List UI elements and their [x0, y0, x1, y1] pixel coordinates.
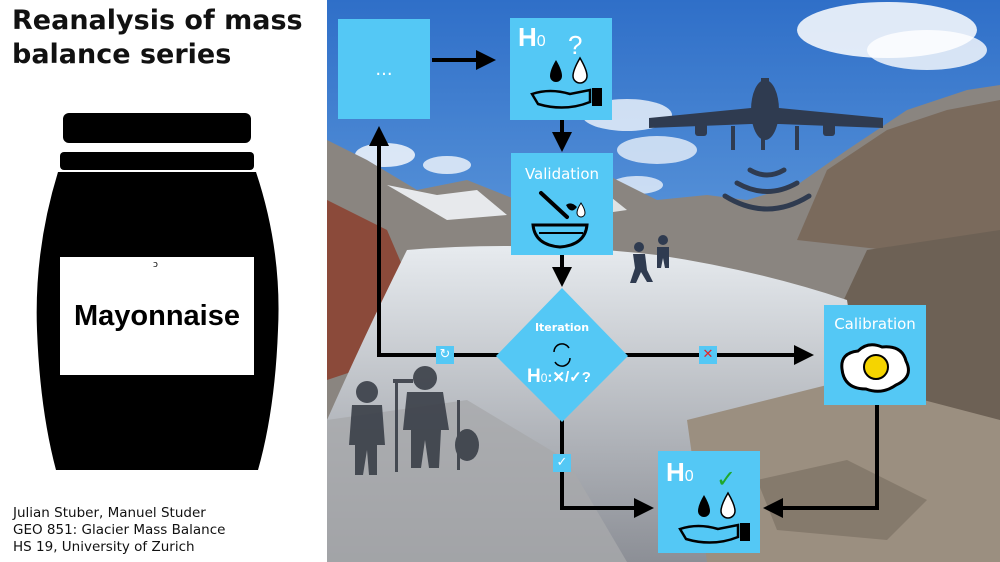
- result-check-mark: ✓: [716, 465, 737, 493]
- iteration-h0-text: H0:✕/✓?: [527, 366, 591, 387]
- jar-small-mark: ɔ: [153, 260, 158, 270]
- title-line-2: balance series: [12, 39, 232, 70]
- hypothesis-question-mark: ?: [568, 30, 583, 60]
- accept-check-icon: ✓: [553, 454, 571, 472]
- hypothesis-h0: H0: [518, 22, 546, 52]
- credits: Julian Stuber, Manuel Studer GEO 851: Gl…: [13, 505, 225, 556]
- start-box-label: ...: [375, 59, 393, 80]
- validation-box: Validation: [511, 153, 613, 255]
- hypothesis-drops-hand-icon: [530, 56, 602, 109]
- arrow-iteration-to-result: [560, 420, 654, 518]
- airplane-icon: [649, 78, 883, 150]
- flow-arrows: [369, 50, 879, 518]
- left-panel: Reanalysis of mass balance series ɔ Mayo…: [0, 0, 327, 562]
- slide-title: Reanalysis of mass balance series: [12, 4, 303, 72]
- jar-label: Mayonnaise: [74, 299, 240, 332]
- reject-cross-icon: ✕: [699, 346, 717, 364]
- egg-icon: [840, 343, 910, 393]
- result-drops-hand-icon: [678, 491, 750, 544]
- start-box: ...: [338, 19, 430, 119]
- validation-label: Validation: [524, 165, 600, 183]
- mixing-bowl-icon: [531, 191, 589, 249]
- credit-course: GEO 851: Glacier Mass Balance: [13, 522, 226, 538]
- calibration-label: Calibration: [834, 315, 916, 333]
- iteration-label: Iteration: [534, 321, 590, 334]
- title-line-1: Reanalysis of mass: [12, 5, 303, 36]
- arrow-iteration-loop: [369, 126, 499, 357]
- diagram-panel: ... H0 ? Validation Iteration H0:✕/✓? Ca…: [327, 0, 1000, 562]
- loop-refresh-icon: ↻: [436, 346, 454, 364]
- result-h0: H0: [666, 457, 694, 487]
- hikers-icon: [349, 366, 479, 475]
- arrow-calibration-to-result: [763, 405, 879, 518]
- iteration-diamond: [496, 288, 628, 422]
- workers-icon: [630, 235, 669, 283]
- mayonnaise-jar-icon: [36, 113, 279, 470]
- credit-authors: Julian Stuber, Manuel Studer: [13, 505, 206, 521]
- radar-signal-icon: [722, 167, 812, 212]
- credit-university: HS 19, University of Zurich: [13, 539, 195, 555]
